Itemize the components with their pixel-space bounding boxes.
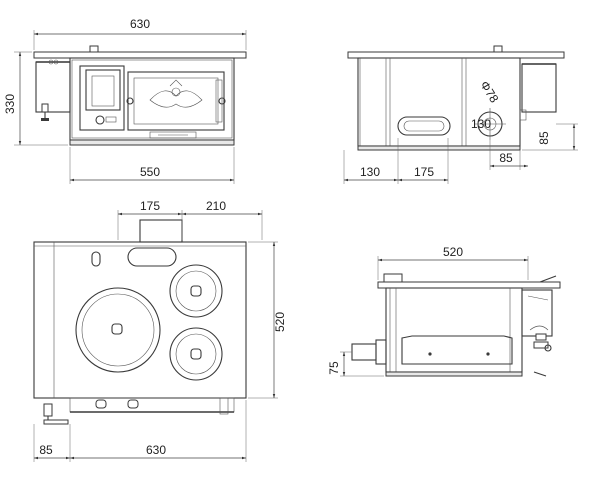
dim-front-width: 630: [130, 17, 150, 31]
flue-code: 130: [471, 117, 491, 131]
side-view: 130 Φ78 130 175 85 85: [343, 45, 578, 184]
dim-section-depth: 520: [443, 245, 463, 259]
dim-section-height: 75: [327, 361, 341, 375]
dim-front-height: 330: [3, 94, 17, 114]
dim-top-depth: 520: [273, 312, 287, 332]
top-view: 175 210 520 85 630: [33, 199, 287, 462]
dim-top-width: 630: [146, 443, 166, 457]
dim-flue-diameter: Φ78: [477, 78, 501, 105]
front-view: 630 330 550: [3, 17, 247, 184]
dim-side-height: 85: [537, 131, 551, 145]
dim-top-flue-offset: 175: [140, 199, 160, 213]
dim-side-left: 130: [360, 165, 380, 179]
dim-side-inner: 175: [414, 165, 434, 179]
dim-side-right: 85: [499, 151, 513, 165]
dim-top-flue-right: 210: [206, 199, 226, 213]
dim-front-base: 550: [140, 165, 160, 179]
section-view: 520 75: [327, 245, 561, 377]
dim-top-left: 85: [39, 443, 53, 457]
